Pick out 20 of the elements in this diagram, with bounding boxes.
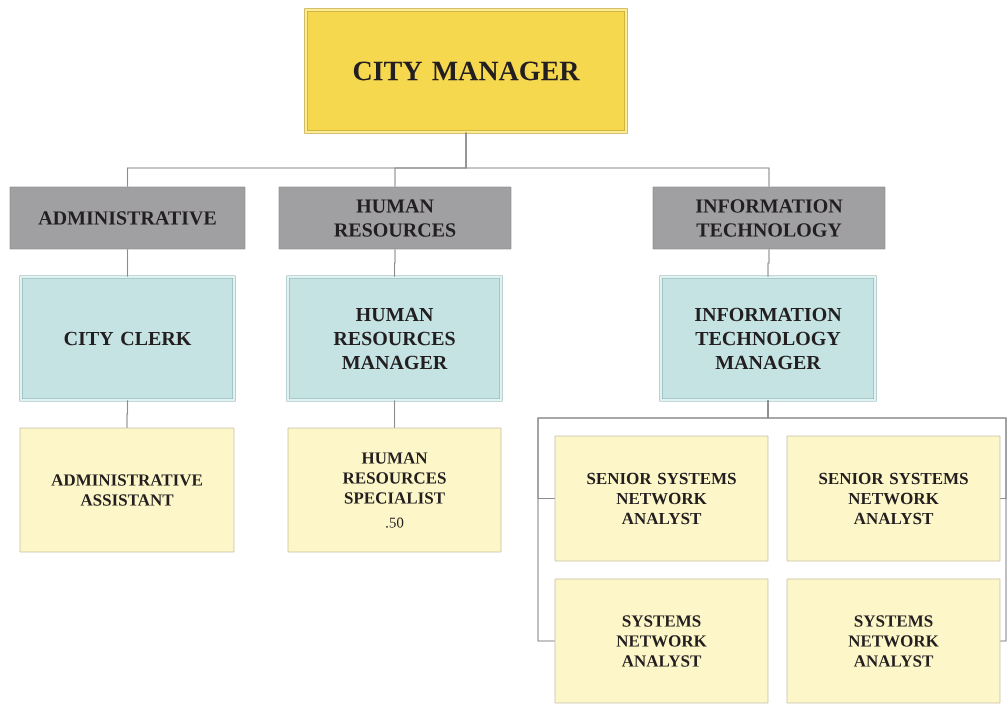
position-box: SENIOR SYSTEMS NETWORK ANALYST <box>554 435 769 562</box>
connector-line <box>767 248 770 278</box>
manager-box: CITY MANAGER <box>304 8 628 134</box>
position-box: CITY CLERK <box>19 275 236 402</box>
connector-line <box>393 248 396 278</box>
position-box: SENIOR SYSTEMS NETWORK ANALYST <box>786 435 1001 562</box>
connector-line <box>393 399 396 429</box>
position-box: INFORMATION TECHNOLOGY MANAGER <box>659 275 877 402</box>
department-box: INFORMATION TECHNOLOGY <box>652 186 886 250</box>
position-box: HUMAN RESOURCES SPECIALIST .50 <box>287 427 502 553</box>
department-box: ADMINISTRATIVE <box>9 186 246 250</box>
position-box: SYSTEMS NETWORK ANALYST <box>786 578 1001 704</box>
position-box: SYSTEMS NETWORK ANALYST <box>554 578 769 704</box>
position-box: HUMAN RESOURCES MANAGER <box>286 275 503 402</box>
connector-line <box>126 399 129 429</box>
connector-line <box>126 248 129 278</box>
connector-line <box>465 131 770 188</box>
position-box: ADMINISTRATIVE ASSISTANT <box>19 427 235 553</box>
connector-line <box>767 399 1007 642</box>
department-box: HUMAN RESOURCES <box>278 186 512 250</box>
